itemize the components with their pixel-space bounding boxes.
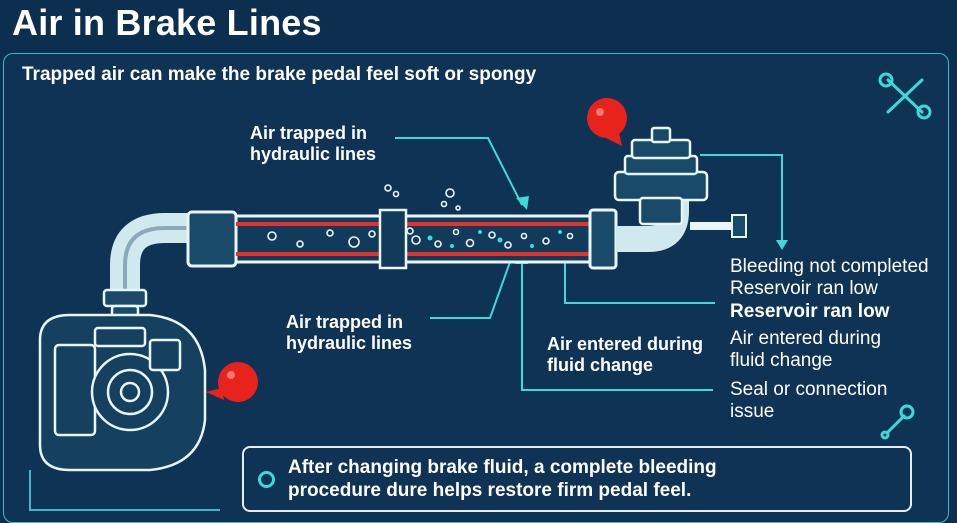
arrowhead-top [516, 196, 529, 210]
alert-marker-icon [587, 98, 627, 146]
cause-seal-2: issue [730, 401, 775, 422]
tools-icon [878, 72, 932, 120]
pipe-mid-coupling [378, 208, 408, 270]
brake-caliper [38, 313, 207, 472]
bent-pipe [110, 213, 205, 300]
subtitle: Trapped air can make the brake pedal fee… [22, 64, 537, 85]
cause-bleeding: Bleeding not completed [730, 256, 929, 277]
tip-callout [242, 446, 912, 512]
cause-reservoir-low: Reservoir ran low [730, 278, 878, 299]
master-cylinder [613, 126, 709, 226]
cause-fluid-change: Air entered during [730, 328, 882, 349]
alert-marker-icon [206, 362, 258, 402]
wrench-icon [880, 404, 915, 440]
tip-text: After changing brake fluid, a complete b… [288, 457, 717, 501]
cause-reservoir-low-bold: Reservoir ran low [730, 301, 890, 322]
cause-fluid-change-2: fluid change [730, 350, 833, 371]
arrow-fluid-change [521, 262, 713, 391]
line-reservoir-return [700, 154, 783, 243]
arrowhead-reservoir [776, 240, 788, 250]
pipe-coupling-right [588, 208, 618, 270]
arrow-top-label [395, 137, 523, 206]
arrow-bottom-label [430, 261, 511, 319]
page-title: Air in Brake Lines [12, 2, 322, 43]
air-bubbles [267, 184, 574, 249]
pipe-coupling-left [186, 210, 238, 268]
bracket-reservoir [564, 262, 715, 304]
cause-seal: Seal or connection [730, 379, 888, 400]
bullet-icon [258, 471, 275, 488]
